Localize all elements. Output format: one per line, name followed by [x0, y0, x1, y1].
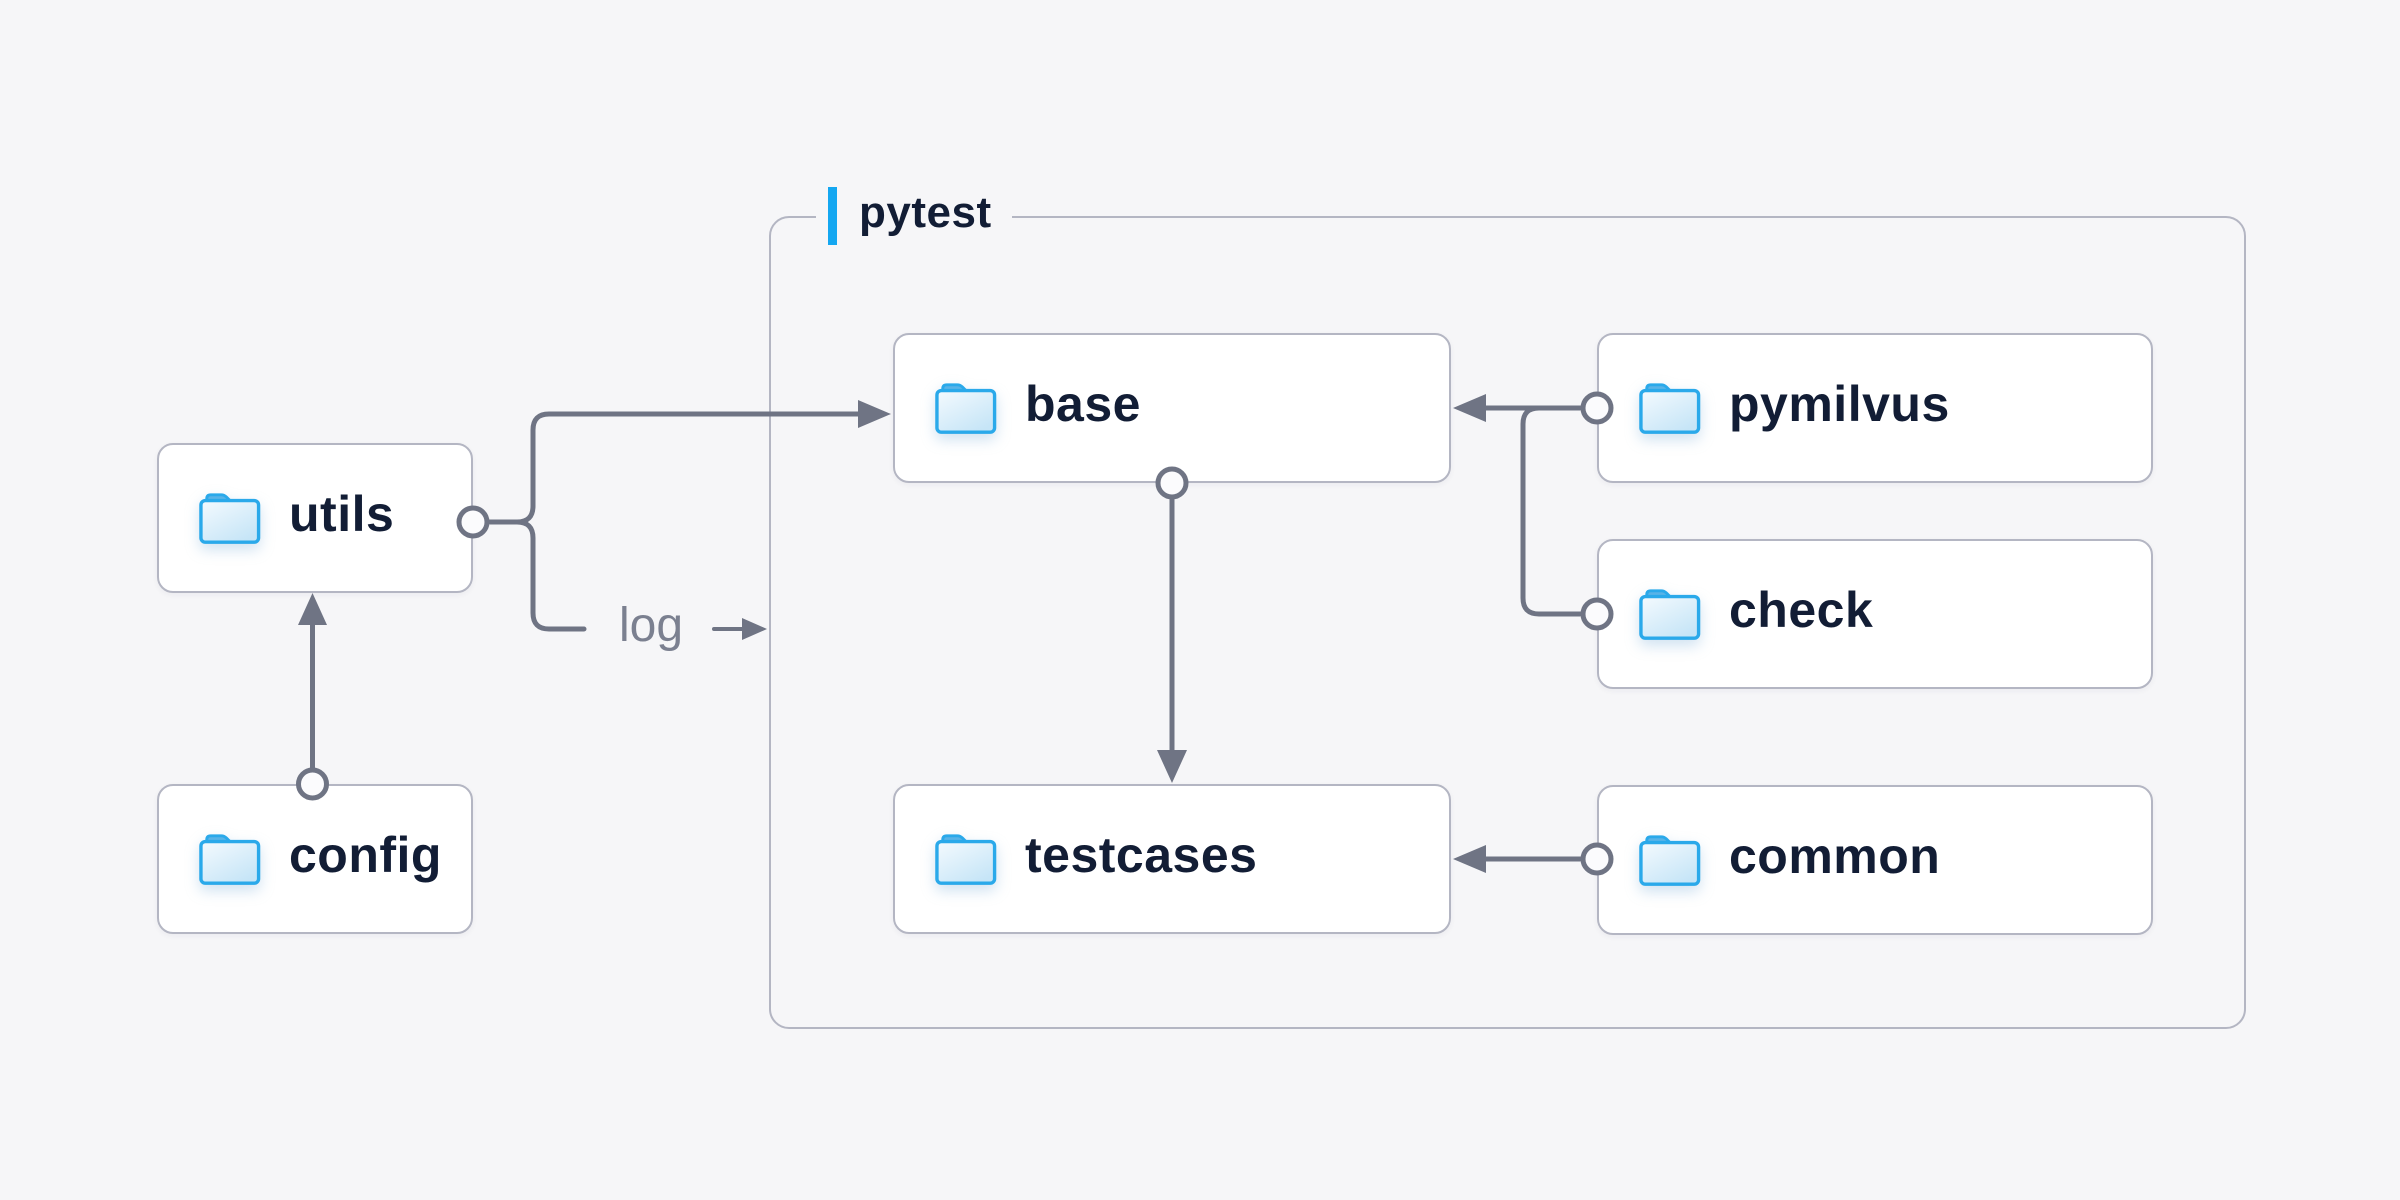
folder-icon	[199, 492, 261, 545]
folder-icon	[199, 833, 261, 886]
node-label: pymilvus	[1729, 376, 1950, 432]
folder-icon	[935, 382, 997, 435]
edge-utils-to-log	[514, 519, 587, 632]
node-base: base	[893, 333, 1451, 483]
pytest-group-box	[769, 216, 2246, 1029]
edge-label-log: log	[618, 599, 684, 652]
node-label: testcases	[1025, 827, 1258, 883]
pytest-group-label-text: pytest	[859, 188, 992, 237]
arrowhead-small-right	[742, 618, 767, 640]
node-label: utils	[289, 486, 395, 542]
node-label: common	[1729, 828, 1941, 884]
folder-icon	[1639, 834, 1701, 887]
node-check: check	[1597, 539, 2153, 689]
node-testcases: testcases	[893, 784, 1451, 934]
folder-icon	[935, 833, 997, 886]
node-config: config	[157, 784, 473, 934]
folder-icon	[1639, 382, 1701, 435]
arrowhead-up	[298, 593, 327, 625]
node-label: check	[1729, 582, 1874, 638]
node-common: common	[1597, 785, 2153, 935]
pytest-group-label: pytest	[816, 186, 1012, 246]
folder-icon	[1639, 588, 1701, 641]
node-utils: utils	[157, 443, 473, 593]
node-label: config	[289, 827, 442, 883]
accent-bar	[828, 187, 837, 245]
node-pymilvus: pymilvus	[1597, 333, 2153, 483]
node-label: base	[1025, 376, 1141, 432]
